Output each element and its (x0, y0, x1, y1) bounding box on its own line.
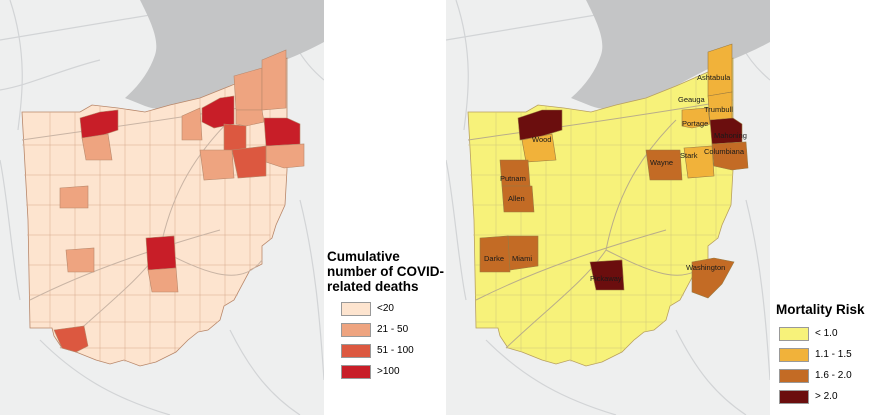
county-labels: Ashtabula Geauga Trumbull Portage Mahoni… (484, 73, 747, 283)
risk-swatch-1 (779, 347, 809, 362)
deaths-legend-rows: <20 21 - 50 51 - 100 >100 (341, 298, 447, 382)
lake-erie-shape (125, 0, 324, 109)
county-fills (53, 49, 305, 353)
deaths-legend-label-2: 51 - 100 (377, 345, 414, 356)
label-stark: Stark (680, 151, 698, 160)
label-ashtabula: Ashtabula (697, 73, 731, 82)
deaths-swatch-3 (341, 364, 371, 379)
risk-legend-label-2: 1.6 - 2.0 (815, 370, 852, 381)
risk-swatch-0 (779, 326, 809, 341)
label-washington: Washington (686, 263, 725, 272)
label-allen: Allen (508, 194, 525, 203)
risk-legend-item: < 1.0 (779, 323, 896, 344)
label-wayne: Wayne (650, 158, 673, 167)
risk-legend-label-1: 1.1 - 1.5 (815, 349, 852, 360)
deaths-legend-label-1: 21 - 50 (377, 324, 409, 335)
deaths-legend-item: >100 (341, 361, 447, 382)
label-columbiana: Columbiana (704, 147, 745, 156)
label-portage: Portage (682, 119, 708, 128)
deaths-legend-label-0: <20 (377, 303, 394, 314)
deaths-legend-item: 51 - 100 (341, 340, 447, 361)
deaths-legend-label-3: >100 (377, 366, 400, 377)
deaths-legend: Cumulative number of COVID-related death… (327, 249, 447, 382)
label-miami: Miami (512, 254, 532, 263)
risk-legend-label-3: > 2.0 (815, 391, 838, 402)
mortality-risk-map[interactable]: Ashtabula Geauga Trumbull Portage Mahoni… (446, 0, 770, 415)
label-geauga: Geauga (678, 95, 706, 104)
deaths-swatch-2 (341, 343, 371, 358)
mortality-risk-legend: Mortality Risk < 1.0 1.1 - 1.5 1.6 - 2.0… (776, 302, 896, 407)
deaths-map-svg (0, 0, 324, 415)
risk-swatch-3 (779, 389, 809, 404)
risk-legend-item: 1.6 - 2.0 (779, 365, 896, 386)
highways-right (467, 99, 734, 349)
deaths-swatch-0 (341, 301, 371, 316)
risk-swatch-2 (779, 368, 809, 383)
mortality-risk-map-svg: Ashtabula Geauga Trumbull Portage Mahoni… (446, 0, 770, 415)
label-trumbull: Trumbull (704, 105, 733, 114)
mortality-risk-legend-title: Mortality Risk (776, 302, 865, 317)
risk-legend-item: 1.1 - 1.5 (779, 344, 896, 365)
county-fills-right (479, 43, 749, 299)
mortality-risk-legend-rows: < 1.0 1.1 - 1.5 1.6 - 2.0 > 2.0 (779, 323, 896, 407)
label-pickaway: Pickaway (590, 274, 622, 283)
label-putnam: Putnam (500, 174, 526, 183)
label-mahoning: Mahoning (714, 131, 747, 140)
risk-legend-label-0: < 1.0 (815, 328, 838, 339)
lake-erie-shape-right (571, 0, 770, 109)
deaths-legend-item: 21 - 50 (341, 319, 447, 340)
deaths-swatch-1 (341, 322, 371, 337)
label-wood: Wood (532, 135, 551, 144)
deaths-legend-title: Cumulative number of COVID-related death… (327, 249, 444, 294)
label-darke: Darke (484, 254, 504, 263)
deaths-map[interactable] (0, 0, 324, 415)
deaths-legend-item: <20 (341, 298, 447, 319)
risk-legend-item: > 2.0 (779, 386, 896, 407)
